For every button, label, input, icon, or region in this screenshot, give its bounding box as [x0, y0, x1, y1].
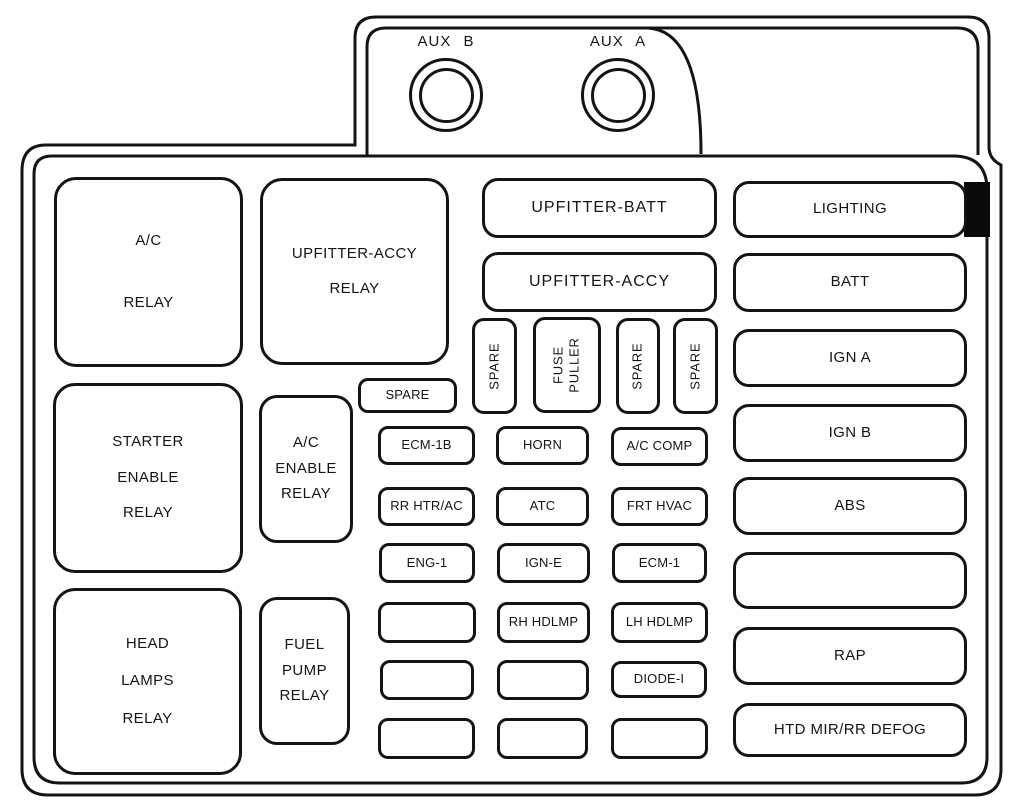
vertical-fuse-spare-1: SPARE: [472, 318, 517, 414]
mini-fuse-rr-htr-ac: RR HTR/AC: [378, 487, 475, 526]
relay-head-lamps: HEAD LAMPS RELAY: [53, 588, 242, 775]
mini-fuse-empty-r6c2: [497, 718, 588, 759]
relay-fuel-pump-line-3: RELAY: [279, 687, 330, 705]
relay-fuel-pump: FUEL PUMP RELAY: [259, 597, 350, 745]
fuse-puller-line-2: PULLER: [566, 337, 582, 393]
relay-upfitter-accy-line-2: RELAY: [329, 279, 380, 297]
relay-ac-enable: A/C ENABLE RELAY: [259, 395, 353, 543]
aux-a-label: AUX A: [589, 33, 647, 50]
relay-starter-enable-line-2: ENABLE: [117, 468, 179, 486]
inner-border-path: [32, 154, 989, 785]
outer-border-path: [20, 15, 1003, 797]
relay-upfitter-accy-line-1: UPFITTER-ACCY: [291, 245, 418, 262]
relay-ac-enable-line-2: ENABLE: [275, 459, 337, 477]
mini-fuse-ecm-1b: ECM-1B: [378, 426, 475, 465]
relay-starter-enable: STARTER ENABLE RELAY: [53, 383, 243, 573]
relay-fuel-pump-line-1: FUEL: [284, 636, 325, 654]
spare-slot: SPARE: [358, 378, 457, 413]
mini-fuse-ign-e: IGN-E: [497, 543, 590, 583]
aux-b-label: AUX B: [417, 33, 475, 50]
aux-a-connector-inner-ring: [590, 67, 646, 123]
relay-fuel-pump-line-2: PUMP: [282, 661, 327, 679]
fuse-ign-a: IGN A: [733, 329, 967, 387]
aux-b-connector: [409, 58, 483, 132]
mini-fuse-empty-r6c1: [378, 718, 475, 759]
mini-fuse-ac-comp: A/C COMP: [611, 427, 708, 466]
mini-fuse-empty-r5c2: [497, 660, 589, 700]
relay-head-lamps-line-2: LAMPS: [121, 672, 174, 690]
vertical-fuse-spare-1-label: SPARE: [486, 342, 502, 390]
vertical-fuse-spare-2: SPARE: [616, 318, 660, 414]
mini-fuse-diode-i: DIODE-I: [611, 661, 707, 698]
relay-upfitter-accy: UPFITTER-ACCY RELAY: [260, 178, 449, 365]
relay-ac-enable-line-3: RELAY: [280, 485, 332, 503]
mini-fuse-frt-hvac: FRT HVAC: [611, 487, 708, 526]
fuse-upfitter-batt: UPFITTER-BATT: [482, 178, 717, 238]
relay-ac-enable-line-1: A/C: [292, 434, 320, 452]
fuse-rap: RAP: [733, 627, 967, 685]
mini-fuse-atc: ATC: [496, 487, 589, 526]
mini-fuse-empty-r6c3: [611, 718, 708, 759]
vertical-fuse-spare-3-label: SPARE: [687, 342, 703, 390]
aux-tab-inner-border-path: [365, 26, 980, 155]
relay-starter-enable-line-3: RELAY: [122, 504, 174, 522]
fuse-lighting: LIGHTING: [733, 181, 967, 238]
fuse-puller: FUSE PULLER: [533, 317, 601, 413]
mini-fuse-empty-r4c1: [378, 602, 476, 643]
mini-fuse-rh-hdlmp: RH HDLMP: [497, 602, 590, 643]
mini-fuse-lh-hdlmp: LH HDLMP: [611, 602, 708, 643]
fuse-ign-b: IGN B: [733, 404, 967, 462]
fuse-empty-right: [733, 552, 967, 609]
mini-fuse-ecm-1: ECM-1: [612, 543, 707, 583]
aux-a-connector: [581, 58, 655, 132]
relay-head-lamps-line-3: RELAY: [122, 709, 173, 727]
aux-tab-divider-path: [647, 26, 703, 155]
fuse-upfitter-accy: UPFITTER-ACCY: [482, 252, 717, 312]
mini-fuse-horn: HORN: [496, 426, 589, 465]
relay-head-lamps-line-1: HEAD: [125, 634, 170, 652]
fuse-htd-mir-rr-defog: HTD MIR/RR DEFOG: [733, 703, 967, 757]
lighting-black-tab: [964, 182, 990, 237]
relay-starter-enable-line-1: STARTER: [112, 433, 184, 451]
relay-ac: A/C RELAY: [54, 177, 243, 367]
vertical-fuse-spare-3: SPARE: [673, 318, 718, 414]
fuse-puller-line-1: FUSE: [550, 346, 566, 384]
fuse-puller-label: FUSE PULLER: [551, 337, 583, 392]
mini-fuse-empty-r5c1: [380, 660, 474, 700]
fuse-abs: ABS: [733, 477, 967, 535]
relay-ac-line-2: RELAY: [123, 294, 174, 311]
mini-fuse-eng-1: ENG-1: [379, 543, 475, 583]
vertical-fuse-spare-2-label: SPARE: [629, 342, 645, 390]
fuse-batt: BATT: [733, 253, 967, 312]
aux-b-connector-inner-ring: [418, 67, 474, 123]
relay-ac-line-1: A/C: [135, 231, 162, 249]
